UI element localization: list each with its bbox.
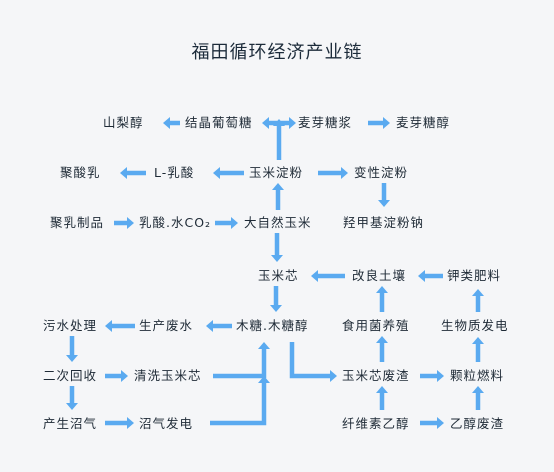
arrow-recovery-to-wash-head	[121, 370, 128, 382]
diagram-title: 福田循环经济产业链	[191, 42, 363, 63]
arrow-wash-up-to-xylose-head	[258, 342, 270, 349]
arrow-potash-to-soil-head	[418, 270, 425, 282]
node-production-wastewater: 生产废水	[139, 318, 194, 333]
arrow-soil-to-corncob-head	[311, 270, 318, 282]
node-biomass-power: 生物质发电	[441, 318, 509, 333]
node-maltitol: 麦芽糖醇	[396, 115, 451, 130]
arrow-cellulosic-to-ethanol-residue-head	[437, 417, 444, 429]
arrow-wastewater-to-sewage-head	[105, 320, 112, 332]
node-pellet-fuel: 颗粒燃料	[450, 368, 505, 383]
arrow-corn-to-corncob-head	[271, 255, 283, 262]
node-biogas-power: 沼气发电	[139, 416, 194, 431]
arrow-lactic-to-pla-head	[120, 167, 127, 179]
arrow-xylose-to-residue-line	[289, 342, 331, 379]
arrow-sewage-to-recovery-head	[66, 355, 78, 362]
arrow-starch-to-lactic-head	[213, 167, 220, 179]
arrow-fungus-to-soil-head	[376, 286, 388, 293]
node-corncob: 玉米芯	[258, 268, 299, 283]
arrow-ethanol-residue-to-pellets-head	[472, 386, 484, 393]
arrow-bridge-to-maltose-syrup-head	[289, 117, 296, 129]
arrow-pla-products-to-lactic-water-head	[127, 217, 134, 229]
arrow-corncob-to-xylose-head	[270, 305, 282, 312]
arrow-bridge-to-glucose-head	[262, 117, 269, 129]
node-sorbitol: 山梨醇	[103, 115, 144, 130]
node-polylactic-acid: 聚酸乳	[60, 165, 101, 180]
node-lactic-water-co2: 乳酸.水CO₂	[139, 215, 212, 230]
node-maltose-syrup: 麦芽糖浆	[298, 115, 353, 130]
node-natural-corn: 大自然玉米	[244, 215, 312, 230]
node-corncob-residue: 玉米芯废渣	[342, 368, 410, 383]
node-carboxymethyl-starch: 羟甲基淀粉钠	[343, 215, 425, 230]
arrow-xylose-to-wastewater-head	[206, 320, 213, 332]
arrow-starch-up-to-bridge-head	[273, 119, 285, 126]
node-sewage-treatment: 污水处理	[43, 318, 98, 333]
arrow-modified-to-cms-head	[378, 200, 390, 207]
node-secondary-recovery: 二次回收	[43, 368, 98, 383]
arrow-residue-to-fungus-head	[376, 336, 388, 343]
arrow-glucose-to-sorbitol-head	[163, 117, 170, 129]
arrow-syrup-to-maltitol-head	[383, 117, 390, 129]
arrow-lactic-water-to-corn-head	[231, 217, 238, 229]
node-crystalline-glucose: 结晶葡萄糖	[185, 115, 253, 130]
arrow-biogas-to-power-head	[127, 417, 134, 429]
node-edible-fungus: 食用菌养殖	[342, 318, 410, 333]
arrow-xylose-to-residue-head	[330, 370, 337, 382]
arrow-recovery-to-biogas-head	[66, 403, 78, 410]
node-cellulosic-ethanol: 纤维素乙醇	[342, 416, 410, 431]
node-potash-fertilizer: 钾类肥料	[447, 268, 502, 283]
node-xylose-xylitol: 木糖.木糖醇	[236, 318, 309, 333]
arrow-pellets-to-biomass-head	[472, 337, 484, 344]
arrow-cellulosic-to-residue-head	[376, 386, 388, 393]
arrow-corn-to-starch-head	[272, 183, 284, 190]
arrow-wash-up-to-xylose-line	[213, 348, 267, 379]
node-biogas-produced: 产生沼气	[43, 416, 98, 431]
node-l-lactic-acid: L-乳酸	[154, 165, 195, 180]
arrow-power-join-line	[210, 382, 267, 426]
arrow-power-join-head	[258, 376, 270, 383]
node-modified-starch: 变性淀粉	[354, 165, 409, 180]
node-wash-corncob: 清洗玉米芯	[134, 368, 202, 383]
node-polylactic-products: 聚乳制品	[50, 215, 105, 230]
node-soil-improvement: 改良土壤	[352, 268, 407, 283]
arrow-biomass-to-potash-head	[472, 289, 484, 296]
arrow-starch-to-modified-head	[341, 167, 348, 179]
node-corn-starch: 玉米淀粉	[249, 165, 304, 180]
arrow-residue-to-pellets-head	[437, 370, 444, 382]
node-ethanol-residue: 乙醇废渣	[450, 416, 505, 431]
